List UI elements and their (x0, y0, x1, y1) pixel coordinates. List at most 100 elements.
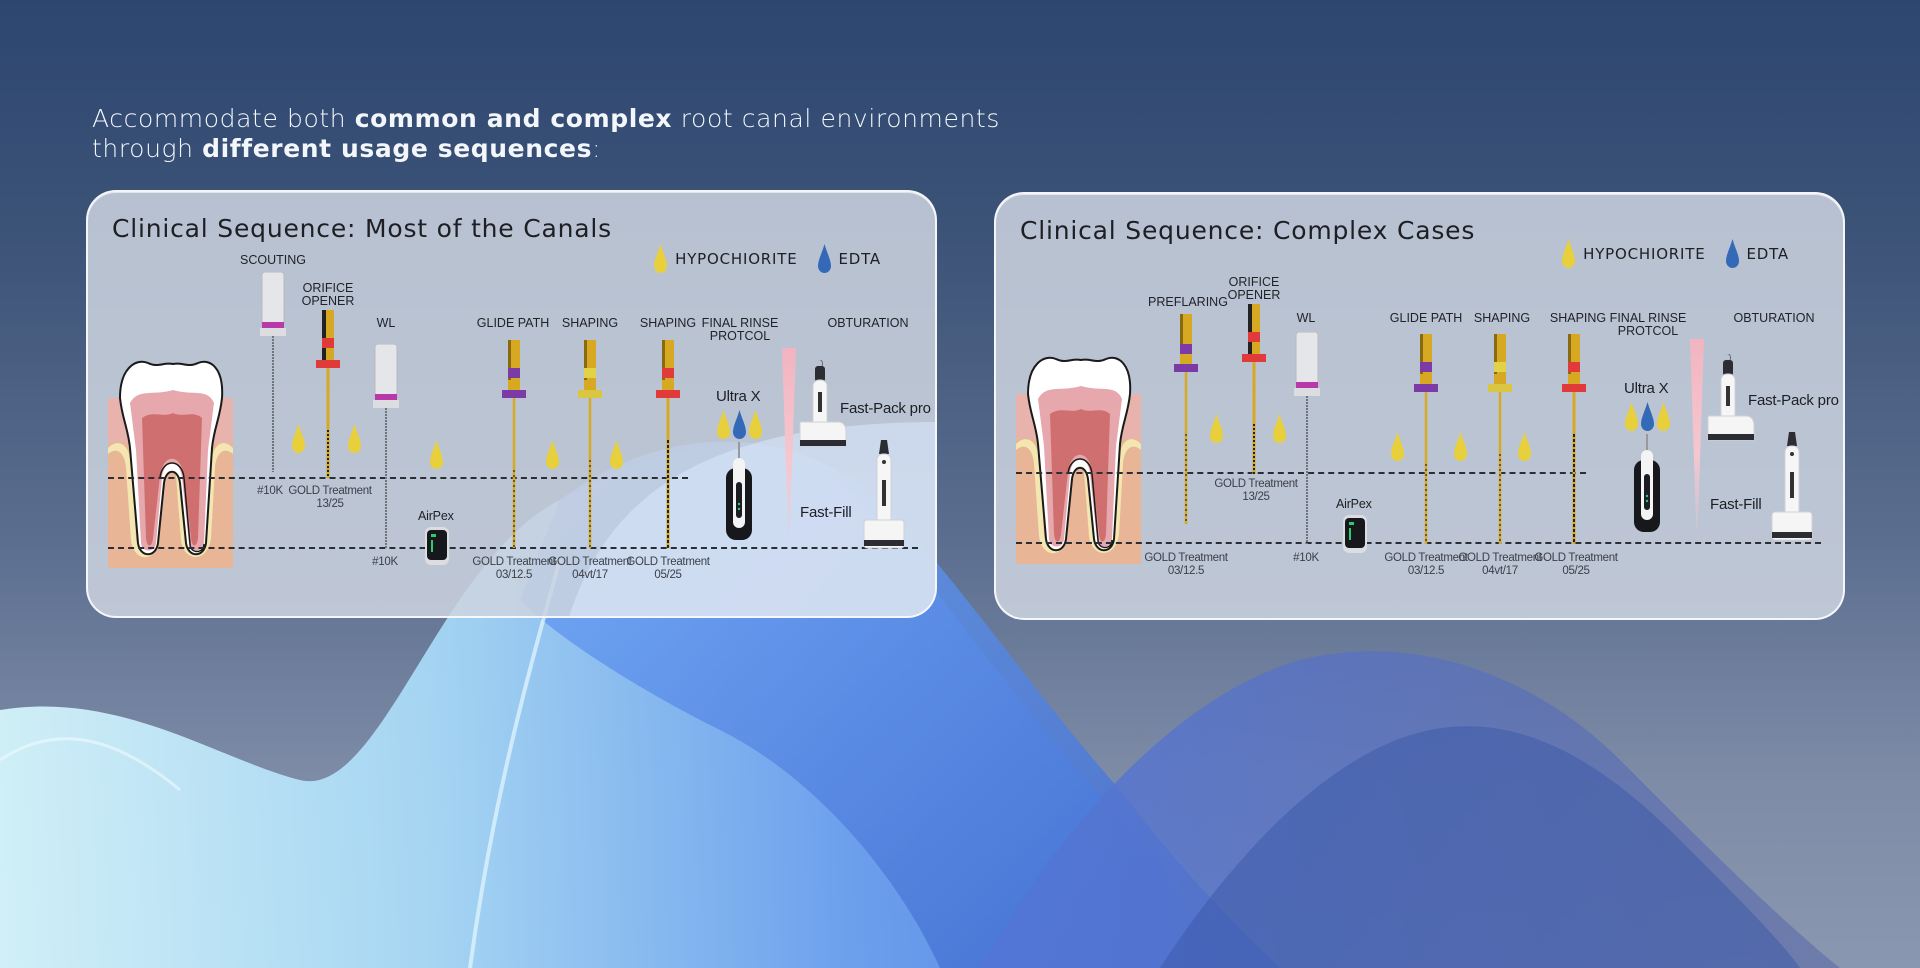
tooth-illustration (1016, 356, 1141, 564)
rotary-file-yellow-icon (1488, 334, 1512, 544)
step-label-final-rinse: FINAL RINSE PROTCOL (701, 316, 779, 343)
rotary-file-purple-icon (1174, 314, 1198, 524)
rotary-file-red-icon (316, 310, 340, 478)
legend-hypochlorite-label: HYPOCHIORITE (675, 249, 798, 268)
fast-fill-device-icon (1771, 432, 1813, 541)
step-label-wl: WL (1296, 311, 1316, 325)
legend-edta-label: EDTA (838, 249, 881, 268)
hypochlorite-drop-icon (430, 440, 443, 469)
rotary-file-red-icon (1562, 334, 1586, 544)
device-label-fast-pack-pro: Fast-Pack pro (1748, 392, 1839, 409)
edta-drop-icon (733, 410, 746, 439)
step-label-shaping-1: SHAPING (561, 316, 619, 330)
legend-hypochlorite: HYPOCHIORITE (1562, 239, 1705, 268)
edta-drop-icon (1641, 402, 1654, 431)
hypochlorite-drop-icon (292, 424, 305, 453)
yellow-drop-icon (654, 244, 668, 273)
hypochlorite-drop-icon (546, 440, 559, 469)
hand-file-k-icon (260, 272, 286, 472)
hypochlorite-drop-icon (610, 440, 623, 469)
irrigant-legend: HYPOCHIORITE EDTA (654, 244, 881, 273)
step-label-preflaring: PREFLARING (1148, 295, 1228, 309)
device-label-fast-pack-pro: Fast-Pack pro (840, 400, 931, 417)
sequence-card-most-canals: Clinical Sequence: Most of the Canals HY… (86, 190, 937, 618)
hypochlorite-drop-icon (1625, 402, 1638, 431)
irrigant-legend: HYPOCHIORITE EDTA (1562, 239, 1789, 268)
blue-drop-icon (817, 244, 831, 273)
hypochlorite-drop-icon (1391, 432, 1404, 461)
caption-wl: #10K (1293, 552, 1319, 564)
step-label-obturation: OBTURATION (827, 316, 909, 330)
device-label-fast-fill: Fast-Fill (800, 504, 852, 521)
step-label-glide-path: GLIDE PATH (1389, 311, 1463, 325)
yellow-drop-icon (1562, 239, 1576, 268)
hypochlorite-drop-icon (1210, 414, 1223, 443)
card-title: Clinical Sequence: Most of the Canals (112, 214, 612, 243)
device-label-airpex: AirPex (418, 509, 454, 523)
hand-file-k-wl-icon (1294, 332, 1320, 544)
hypochlorite-drop-icon (717, 410, 730, 439)
rotary-file-red-icon (656, 340, 680, 548)
legend-hypochlorite-label: HYPOCHIORITE (1583, 244, 1706, 263)
hypochlorite-drop-icon (749, 410, 762, 439)
device-label-airpex: AirPex (1336, 497, 1372, 511)
device-label-ultra-x: Ultra X (716, 388, 761, 405)
step-label-shaping-2: SHAPING (639, 316, 697, 330)
legend-edta: EDTA (1725, 239, 1790, 268)
caption-shaping-1: GOLD Treatment 04vt/17 (548, 556, 632, 581)
step-label-shaping-1: SHAPING (1473, 311, 1531, 325)
working-length-line-upper (108, 477, 688, 479)
step-label-orifice-opener: ORIFICE OPENER (301, 281, 355, 308)
hypochlorite-drop-icon (1518, 432, 1531, 461)
working-length-line-lower (1016, 542, 1821, 544)
fast-fill-device-icon (863, 440, 905, 549)
caption-shaping-2: GOLD Treatment 05/25 (626, 556, 710, 581)
step-label-final-rinse: FINAL RINSE PROTCOL (1609, 311, 1687, 338)
step-label-glide-path: GLIDE PATH (476, 316, 550, 330)
step-label-orifice-opener: ORIFICE OPENER (1227, 275, 1281, 302)
apex-locator-device-icon (1343, 515, 1367, 553)
caption-orifice-opener: GOLD Treatment 13/25 (288, 485, 372, 510)
caption-preflaring: GOLD Treatment 03/12.5 (1144, 552, 1228, 577)
card-title: Clinical Sequence: Complex Cases (1020, 216, 1476, 245)
ultrasonic-activator-device-icon (726, 442, 752, 540)
caption-wl: #10K (372, 556, 398, 568)
tooth-illustration (108, 360, 233, 568)
rotary-file-yellow-icon (578, 340, 602, 548)
caption-shaping-2: GOLD Treatment 05/25 (1534, 552, 1618, 577)
legend-edta-label: EDTA (1746, 244, 1789, 263)
headline-line-2: through different usage sequences: (92, 134, 602, 163)
working-length-line-upper (1016, 472, 1586, 474)
gutta-percha-cone-icon (1690, 339, 1704, 529)
rotary-file-purple-icon (1414, 334, 1438, 544)
card-highlight (569, 422, 935, 616)
device-label-ultra-x: Ultra X (1624, 380, 1669, 397)
device-label-fast-fill: Fast-Fill (1710, 496, 1762, 513)
legend-edta: EDTA (817, 244, 882, 273)
caption-scouting: #10K (257, 485, 283, 497)
caption-glide-path: GOLD Treatment 03/12.5 (1384, 552, 1468, 577)
ultrasonic-activator-device-icon (1634, 434, 1660, 532)
caption-shaping-1: GOLD Treatment 04vt/17 (1458, 552, 1542, 577)
caption-glide-path: GOLD Treatment 03/12.5 (472, 556, 556, 581)
legend-hypochlorite: HYPOCHIORITE (654, 244, 797, 273)
rotary-file-red-icon (1242, 304, 1266, 474)
step-label-scouting: SCOUTING (240, 253, 306, 267)
hypochlorite-drop-icon (1454, 432, 1467, 461)
apex-locator-device-icon (425, 527, 449, 565)
hypochlorite-drop-icon (1273, 414, 1286, 443)
caption-orifice-opener: GOLD Treatment 13/25 (1214, 478, 1298, 503)
sequence-card-complex-cases: Clinical Sequence: Complex Cases HYPOCHI… (994, 192, 1845, 620)
rotary-file-purple-icon (502, 340, 526, 548)
step-label-wl: WL (376, 316, 396, 330)
hypochlorite-drop-icon (348, 424, 361, 453)
step-label-obturation: OBTURATION (1733, 311, 1815, 325)
step-label-shaping-2: SHAPING (1549, 311, 1607, 325)
fast-pack-pro-device-icon (1707, 354, 1755, 441)
blue-drop-icon (1725, 239, 1739, 268)
fast-pack-pro-device-icon (799, 360, 847, 447)
page-headline: Accommodate both common and complex root… (92, 104, 1000, 164)
hand-file-k-wl-icon (373, 344, 399, 549)
working-length-line-lower (108, 547, 918, 549)
headline-line-1: Accommodate both common and complex root… (92, 104, 1000, 133)
